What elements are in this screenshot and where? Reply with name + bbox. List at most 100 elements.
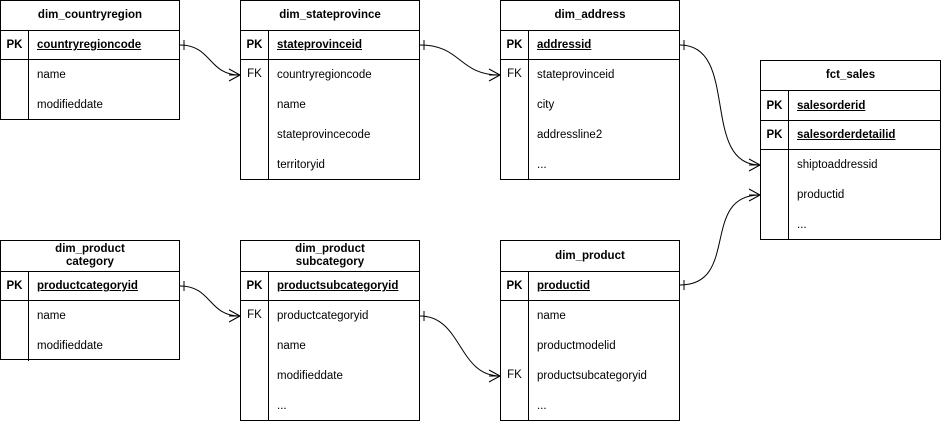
many-marker-lower-productcategory-to-subcategory <box>228 315 241 323</box>
attribute-row-dim_product-productid[interactable]: PK productid <box>501 272 679 301</box>
attribute-list-dim_product: name productmodelid productsubcategoryid..… <box>529 301 679 421</box>
attribute-name-dim_productsubcategory-modifieddate[interactable]: modifieddate <box>277 370 343 382</box>
many-marker-upper-productcategory-to-subcategory <box>228 309 241 317</box>
attribute-body-dim_product: FK name productmodelid productsubcategoryid… <box>501 301 679 421</box>
attribute-list-dim_productsubcategory: productcategoryid name modifieddate... <box>269 301 419 421</box>
many-marker-upper-stateprovince-to-address <box>488 68 501 76</box>
entity-title-dim_productsubcategory: dim_product subcategory <box>241 241 419 272</box>
attribute-name-dim_product-name[interactable]: name <box>537 310 566 322</box>
attribute-row-dim_address-addressid[interactable]: PK addressid <box>501 31 679 60</box>
relationship-countryregion-to-stateprovince[interactable] <box>179 40 241 82</box>
attribute-name-dim_productcategory-name[interactable]: name <box>37 310 66 322</box>
attribute-name-dim_countryregion-name[interactable]: name <box>37 69 66 81</box>
attribute-body-dim_stateprovince: FK countryregioncode name stateprovincecode… <box>241 60 419 180</box>
relationship-line-product-to-sales <box>679 194 761 286</box>
attribute-name-dim_product-productmodelid[interactable]: productmodelid <box>537 340 616 352</box>
relationship-productcategory-to-subcategory[interactable] <box>179 281 241 323</box>
key-column-dim_stateprovince: FK <box>241 60 269 180</box>
key-badge-dim_product-productid: PK <box>501 272 529 300</box>
many-marker-lower-stateprovince-to-address <box>488 74 501 82</box>
many-marker-lower-subcategory-to-product <box>488 375 501 383</box>
attribute-name-dim_stateprovince-countryregioncode[interactable]: countryregioncode <box>277 69 372 81</box>
many-marker-upper-subcategory-to-product <box>488 369 501 377</box>
attribute-name-fct_sales-shiptoaddressid[interactable]: shiptoaddressid <box>797 159 878 171</box>
attribute-name-dim_productsubcategory-productsubcategoryid: productsubcategoryid <box>277 280 399 292</box>
key-badge-dim_address-addressid: PK <box>501 31 529 59</box>
attribute-name-dim_product-productsubcategoryid[interactable]: productsubcategoryid <box>537 370 647 382</box>
attribute-name-dim_stateprovince-stateprovincecode[interactable]: stateprovincecode <box>277 129 371 141</box>
attribute-name-dim_product-productid: productid <box>537 280 591 292</box>
many-marker-upper-address-to-sales <box>748 158 761 166</box>
key-badge-dim_productsubcategory-productsubcategoryid: PK <box>241 272 269 300</box>
key-column-dim_address: FK <box>501 60 529 180</box>
key-badge-dim_product-foreign: FK <box>507 369 522 381</box>
attribute-row-dim_productsubcategory-productsubcategoryid[interactable]: PK productsubcategoryid <box>241 272 419 301</box>
relationship-address-to-sales[interactable] <box>679 40 761 172</box>
attribute-row-fct_sales-salesorderdetailid[interactable]: PK salesorderdetailid <box>761 121 940 150</box>
key-column-fct_sales <box>761 150 789 240</box>
attribute-row-dim_productcategory-productcategoryid[interactable]: PK productcategoryid <box>1 272 179 301</box>
key-badge-dim_stateprovince-stateprovinceid: PK <box>241 31 269 59</box>
attribute-name-dim_productcategory-modifieddate[interactable]: modifieddate <box>37 340 103 352</box>
attribute-list-fct_sales: shiptoaddressid productid... <box>789 150 940 240</box>
attribute-list-dim_stateprovince: countryregioncode name stateprovincecode te… <box>269 60 419 180</box>
key-badge-dim_stateprovince-foreign: FK <box>247 68 262 80</box>
attribute-row-fct_sales-salesorderid[interactable]: PK salesorderid <box>761 91 940 121</box>
attribute-name-dim_countryregion-countryregioncode: countryregioncode <box>37 39 142 51</box>
key-column-dim_productcategory <box>1 301 29 361</box>
relationship-stateprovince-to-address[interactable] <box>419 40 501 82</box>
relationship-line-countryregion-to-stateprovince <box>179 44 241 76</box>
key-column-dim_productsubcategory: FK <box>241 301 269 421</box>
key-column-dim_product: FK <box>501 301 529 421</box>
relationship-line-subcategory-to-product <box>419 315 501 377</box>
attribute-name-dim_countryregion-modifieddate[interactable]: modifieddate <box>37 99 103 111</box>
attribute-body-dim_address: FK stateprovinceid city addressline2... <box>501 60 679 180</box>
key-column-dim_countryregion <box>1 60 29 120</box>
attribute-name-fct_sales-salesorderid: salesorderid <box>797 99 866 112</box>
attribute-name-dim_stateprovince-name[interactable]: name <box>277 99 306 111</box>
key-badge-fct_sales-salesorderid: PK <box>761 91 789 120</box>
attribute-name-dim_product-...[interactable]: ... <box>537 400 547 412</box>
attribute-name-dim_address-stateprovinceid[interactable]: stateprovinceid <box>537 69 615 81</box>
key-badge-fct_sales-salesorderdetailid: PK <box>761 121 789 149</box>
attribute-body-dim_countryregion: name modifieddate <box>1 60 179 120</box>
attribute-name-fct_sales-productid[interactable]: productid <box>797 189 845 201</box>
attribute-name-dim_stateprovince-territoryid[interactable]: territoryid <box>277 159 325 171</box>
attribute-name-dim_productcategory-productcategoryid: productcategoryid <box>37 280 138 292</box>
many-marker-lower-address-to-sales <box>748 164 761 172</box>
attribute-name-dim_productsubcategory-...[interactable]: ... <box>277 400 287 412</box>
key-badge-dim_productcategory-productcategoryid: PK <box>1 272 29 300</box>
attribute-name-dim_productsubcategory-productcategoryid[interactable]: productcategoryid <box>277 310 369 322</box>
key-badge-dim_productsubcategory-foreign: FK <box>247 309 262 321</box>
entity-title-dim_product: dim_product <box>501 241 679 272</box>
attribute-name-dim_address-...[interactable]: ... <box>537 159 547 171</box>
attribute-name-dim_address-addressline2[interactable]: addressline2 <box>537 129 603 141</box>
relationship-subcategory-to-product[interactable] <box>419 311 501 383</box>
attribute-body-dim_productsubcategory: FK productcategoryid name modifieddate... <box>241 301 419 421</box>
entity-title-dim_address: dim_address <box>501 1 679 31</box>
many-marker-lower-product-to-sales <box>748 194 761 202</box>
relationship-product-to-sales[interactable] <box>679 188 761 290</box>
entity-title-fct_sales: fct_sales <box>761 61 940 91</box>
attribute-name-fct_sales-...[interactable]: ... <box>797 219 807 231</box>
attribute-name-fct_sales-salesorderdetailid: salesorderdetailid <box>797 129 896 141</box>
attribute-list-dim_productcategory: name modifieddate <box>29 301 179 361</box>
attribute-name-dim_address-city[interactable]: city <box>537 99 555 111</box>
key-badge-dim_address-foreign: FK <box>507 68 522 80</box>
attribute-list-dim_address: stateprovinceid city addressline2... <box>529 60 679 180</box>
attribute-name-dim_productsubcategory-name[interactable]: name <box>277 340 306 352</box>
attribute-name-dim_address-addressid: addressid <box>537 39 592 51</box>
entity-title-dim_stateprovince: dim_stateprovince <box>241 1 419 31</box>
relationship-line-stateprovince-to-address <box>419 44 501 76</box>
entity-title-dim_countryregion: dim_countryregion <box>1 1 179 31</box>
